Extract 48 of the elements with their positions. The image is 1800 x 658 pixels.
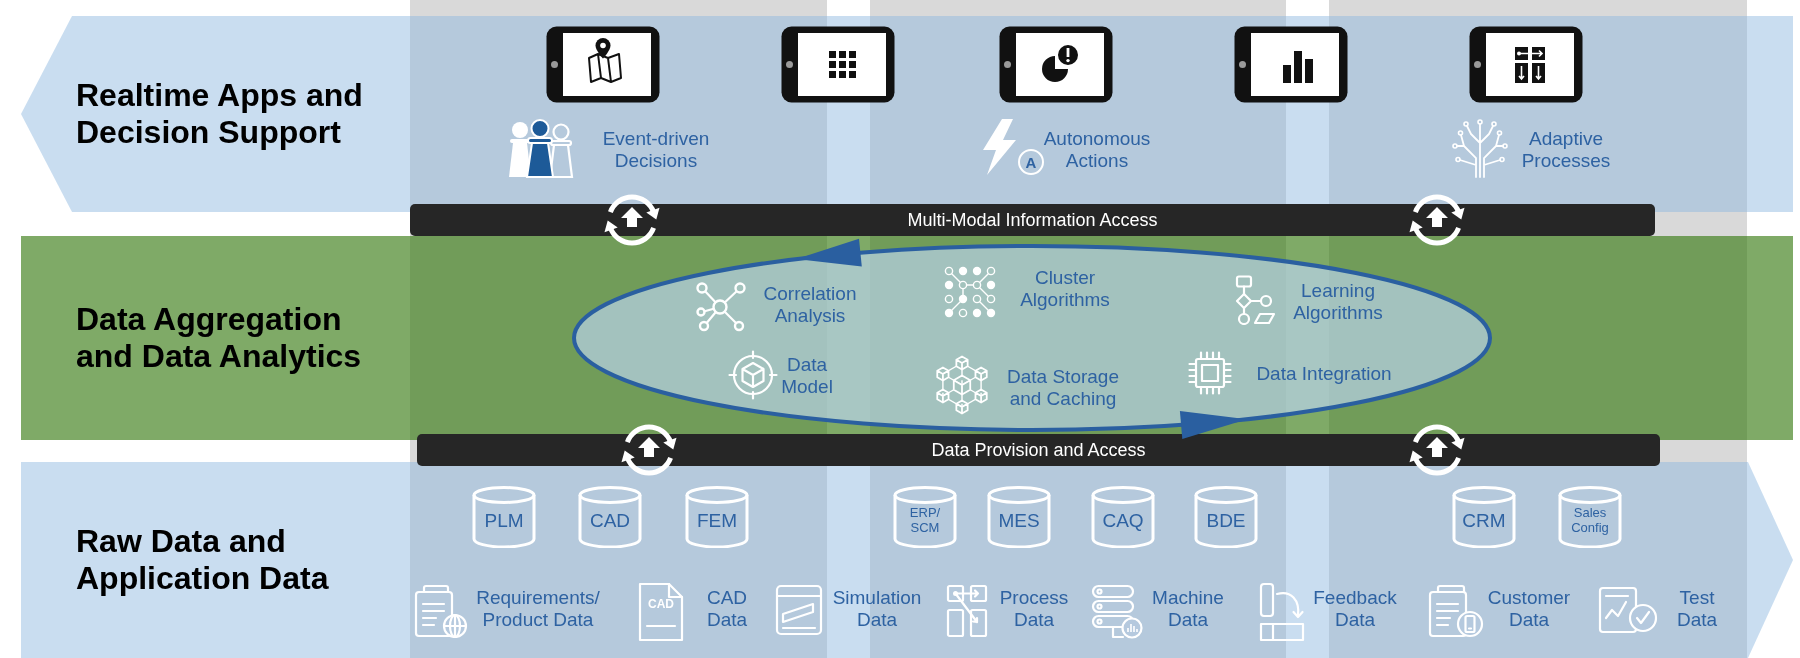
chevron-band bbox=[21, 462, 1793, 658]
data-source-label: CAD Data bbox=[706, 587, 748, 631]
data-source-label: Customer Data bbox=[1487, 587, 1571, 631]
data-source-label: Machine Data bbox=[1151, 587, 1225, 631]
capability-label: Adaptive Processes bbox=[1521, 128, 1611, 172]
capability-label: Autonomous Actions bbox=[1043, 128, 1151, 172]
access-bar bbox=[410, 204, 1655, 236]
analytics-label: Correlation Analysis bbox=[763, 283, 857, 327]
database-cylinder bbox=[1558, 486, 1622, 548]
capability-label: Event-driven Decisions bbox=[602, 128, 710, 172]
database-label: CRM bbox=[1461, 510, 1507, 532]
database-label: MES bbox=[997, 510, 1041, 532]
chevron-band bbox=[21, 16, 1793, 212]
cycle-ellipse bbox=[572, 238, 1492, 440]
database-label: Sales Config bbox=[1570, 506, 1610, 536]
database-cylinder bbox=[893, 486, 957, 548]
analytics-label: Cluster Algorithms bbox=[1019, 267, 1111, 311]
database-cylinder bbox=[685, 486, 749, 548]
data-source-label: Requirements/ Product Data bbox=[475, 587, 601, 631]
layer-band bbox=[21, 236, 1793, 440]
analytics-label: Data Model bbox=[780, 354, 834, 398]
database-label: ERP/ SCM bbox=[909, 506, 941, 536]
database-cylinder bbox=[1091, 486, 1155, 548]
letter-badge: A bbox=[1018, 149, 1044, 175]
database-cylinder bbox=[1194, 486, 1258, 548]
layer-title: Data Aggregation and Data Analytics bbox=[76, 301, 363, 375]
analytics-label: Data Integration bbox=[1255, 363, 1393, 385]
data-source-label: Process Data bbox=[999, 587, 1069, 631]
database-cylinder bbox=[987, 486, 1051, 548]
bar-label: Multi-Modal Information Access bbox=[906, 209, 1159, 231]
data-source-label: Simulation Data bbox=[832, 587, 922, 631]
layer-title: Realtime Apps and Decision Support bbox=[76, 77, 364, 151]
database-label: CAQ bbox=[1101, 510, 1145, 532]
data-source-label: Test Data bbox=[1676, 587, 1718, 631]
data-source-label: Feedback Data bbox=[1312, 587, 1398, 631]
access-bar bbox=[417, 434, 1660, 466]
database-cylinder bbox=[472, 486, 536, 548]
database-label: FEM bbox=[696, 510, 738, 532]
database-label: CAD bbox=[589, 510, 631, 532]
bar-label: Data Provision and Access bbox=[930, 439, 1147, 461]
analytics-label: Data Storage and Caching bbox=[1006, 366, 1120, 410]
analytics-label: Learning Algorithms bbox=[1292, 280, 1384, 324]
database-cylinder bbox=[1452, 486, 1516, 548]
layer-title: Raw Data and Application Data bbox=[76, 523, 330, 597]
database-cylinder bbox=[578, 486, 642, 548]
file-type-label: CAD bbox=[647, 598, 675, 612]
database-label: PLM bbox=[483, 510, 525, 532]
database-label: BDE bbox=[1205, 510, 1247, 532]
